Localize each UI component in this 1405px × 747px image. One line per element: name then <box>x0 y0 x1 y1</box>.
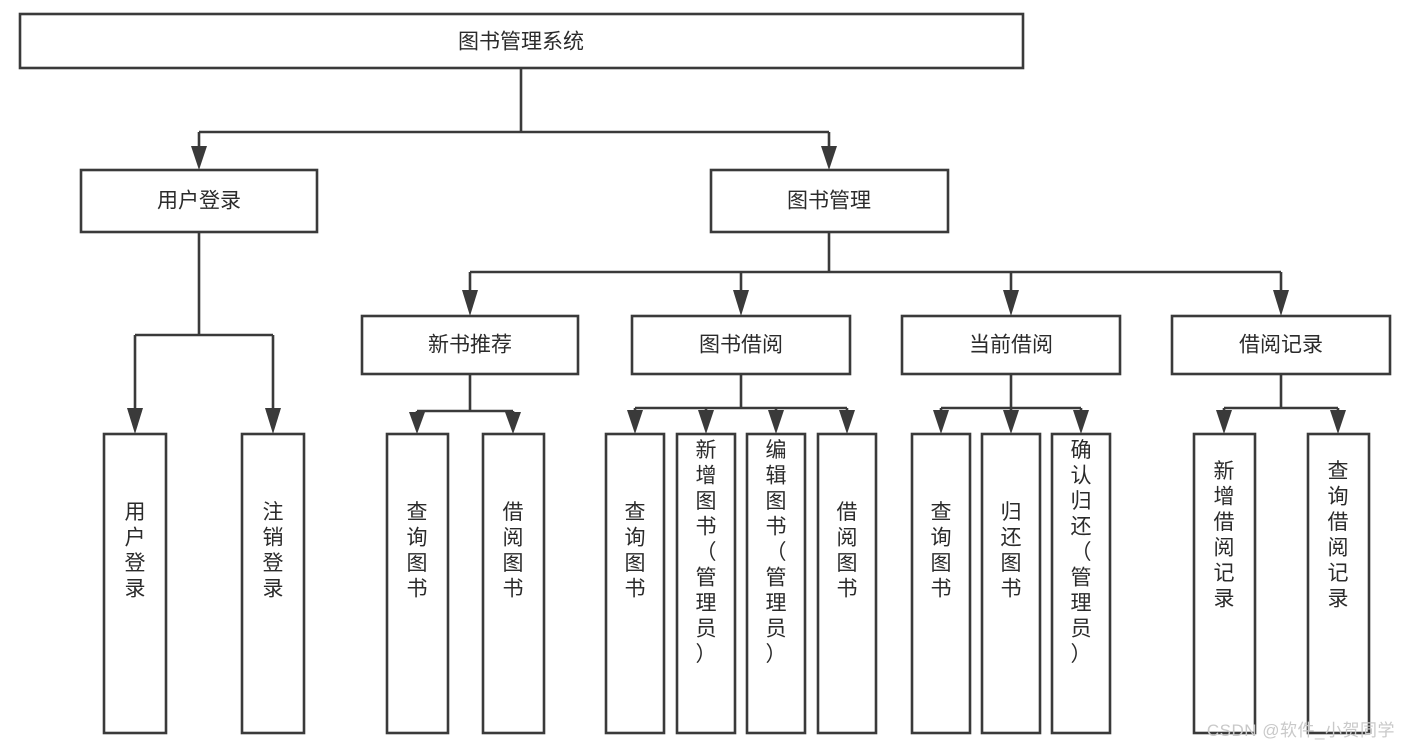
node-root-box[interactable] <box>18 12 1025 70</box>
edge-group-current-borrow <box>933 374 1089 434</box>
leaf-box-confirm-return[interactable] <box>1050 432 1112 735</box>
leaf-box-add-borrow-record[interactable] <box>1192 432 1257 735</box>
leaf-label-borrow-book-2: 借阅图书 <box>837 501 858 601</box>
node-new-book-recommend-box[interactable] <box>360 314 580 376</box>
leaf-box-borrow-book-1[interactable] <box>481 432 546 735</box>
node-user-login[interactable]: 用户登录 <box>79 168 319 234</box>
arrow-head-icon <box>409 412 425 434</box>
arrow-head-icon <box>1003 410 1019 434</box>
leaf-label-query-book-3: 查询图书 <box>931 501 952 601</box>
arrow-head-icon <box>821 146 837 170</box>
leaf-label-user-login: 用户登录 <box>125 501 146 601</box>
node-book-borrow-label: 图书借阅 <box>699 334 783 357</box>
leaf-box-edit-book[interactable] <box>745 432 807 735</box>
arrow-head-icon <box>1330 410 1346 434</box>
csdn-watermark: CSDN @软件_小贺同学 <box>1206 721 1395 740</box>
arrow-head-icon <box>733 290 749 316</box>
arrow-head-icon <box>462 290 478 316</box>
edge-group-new-book-recommend <box>409 374 521 434</box>
leaf-label-query-book-1: 查询图书 <box>407 501 428 601</box>
node-root[interactable]: 图书管理系统 <box>18 12 1025 70</box>
leaf-box-user-login[interactable] <box>102 432 168 735</box>
leaf-node[interactable]: 编辑图书（管理员） <box>745 432 807 735</box>
leaf-label-add-book: 新增图书（管理员） <box>696 439 717 666</box>
leaf-label-add-borrow-record: 新增借阅记录 <box>1214 460 1235 611</box>
node-user-login-box[interactable] <box>79 168 319 234</box>
leaf-node[interactable]: 借阅图书 <box>816 432 878 735</box>
arrow-head-icon <box>1216 410 1232 434</box>
arrow-head-icon <box>768 410 784 434</box>
node-user-login-label: 用户登录 <box>157 190 241 213</box>
arrow-head-icon <box>191 146 207 170</box>
node-book-management-label: 图书管理 <box>787 190 871 213</box>
arrow-head-icon <box>839 410 855 434</box>
leaf-box-query-book-2[interactable] <box>604 432 666 735</box>
leaf-box-return-book[interactable] <box>980 432 1042 735</box>
leaf-node[interactable]: 归还图书 <box>980 432 1042 735</box>
leaf-label-return-book: 归还图书 <box>1001 501 1022 601</box>
leaf-node[interactable]: 新增图书（管理员） <box>675 432 737 735</box>
arrow-head-icon <box>933 410 949 434</box>
arrow-head-icon <box>1273 290 1289 316</box>
leaf-label-edit-book: 编辑图书（管理员） <box>766 439 787 666</box>
node-current-borrow-label: 当前借阅 <box>969 334 1053 357</box>
node-new-book-recommend[interactable]: 新书推荐 <box>360 314 580 376</box>
leaf-node[interactable]: 查询图书 <box>604 432 666 735</box>
leaf-node[interactable]: 查询图书 <box>385 432 450 735</box>
arrow-head-icon <box>127 408 143 434</box>
edge-group-book-borrow <box>627 374 855 434</box>
node-book-management[interactable]: 图书管理 <box>709 168 950 234</box>
arrow-head-icon <box>698 410 714 434</box>
leaf-box-query-book-1[interactable] <box>385 432 450 735</box>
edge-group-borrow-record <box>1216 374 1346 434</box>
arrow-head-icon <box>1073 410 1089 434</box>
edge-group-user-login <box>127 232 281 434</box>
leaf-node[interactable]: 新增借阅记录 <box>1192 432 1257 735</box>
node-current-borrow[interactable]: 当前借阅 <box>900 314 1122 376</box>
arrow-head-icon <box>265 408 281 434</box>
arrow-head-icon <box>627 410 643 434</box>
node-book-borrow[interactable]: 图书借阅 <box>630 314 852 376</box>
leaf-box-query-book-3[interactable] <box>910 432 972 735</box>
arrow-head-icon <box>505 412 521 434</box>
node-root-label: 图书管理系统 <box>458 31 584 54</box>
leaf-node[interactable]: 用户登录 <box>102 432 168 735</box>
leaf-node[interactable]: 注销登录 <box>240 432 306 735</box>
edge-bookmgmt-to-level3 <box>462 232 1289 316</box>
node-borrow-record[interactable]: 借阅记录 <box>1170 314 1392 376</box>
leaf-node[interactable]: 查询借阅记录 <box>1306 432 1371 735</box>
leaf-node[interactable]: 查询图书 <box>910 432 972 735</box>
leaf-box-query-borrow-record[interactable] <box>1306 432 1371 735</box>
leaf-label-confirm-return: 确认归还（管理员） <box>1071 439 1092 666</box>
edge-root-to-level2 <box>191 68 837 170</box>
leaf-label-borrow-book-1: 借阅图书 <box>503 501 524 601</box>
leaf-node[interactable]: 借阅图书 <box>481 432 546 735</box>
arrow-head-icon <box>1003 290 1019 316</box>
node-new-book-recommend-label: 新书推荐 <box>428 334 512 357</box>
node-borrow-record-label: 借阅记录 <box>1239 334 1323 357</box>
leaf-node[interactable]: 确认归还（管理员） <box>1050 432 1112 735</box>
node-current-borrow-box[interactable] <box>900 314 1122 376</box>
leaf-box-borrow-book-2[interactable] <box>816 432 878 735</box>
leaf-label-logout: 注销登录 <box>263 501 284 601</box>
leaf-box-add-book[interactable] <box>675 432 737 735</box>
leaf-label-query-book-2: 查询图书 <box>625 501 646 601</box>
leaf-label-query-borrow-record: 查询借阅记录 <box>1328 460 1349 611</box>
leaf-box-logout[interactable] <box>240 432 306 735</box>
